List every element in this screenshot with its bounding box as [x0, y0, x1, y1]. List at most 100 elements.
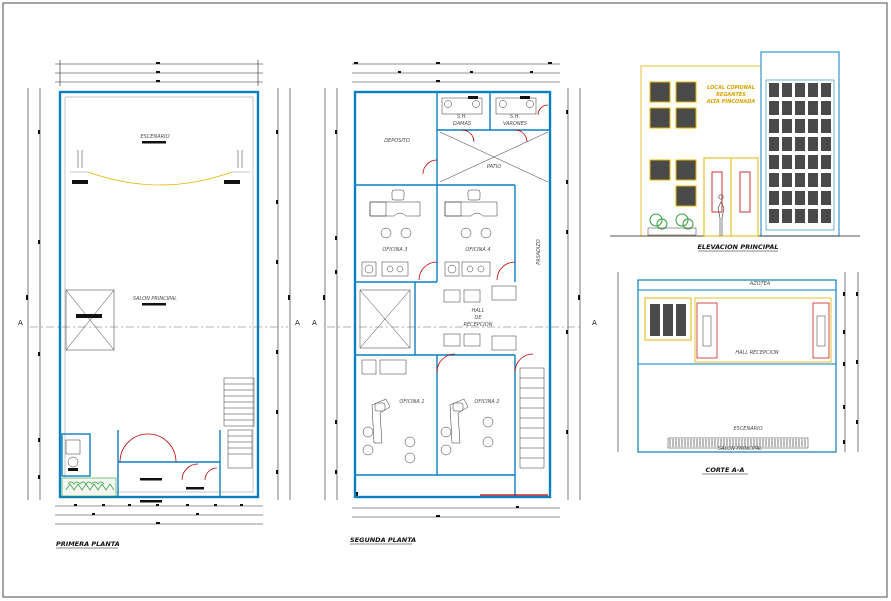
glass-block: [795, 83, 805, 97]
plan1-side-dimensions: [27, 88, 291, 500]
plan2-void: [359, 289, 411, 349]
hall-label-2: DE: [474, 315, 482, 321]
glass-block: [795, 209, 805, 223]
plan1-void: [65, 289, 115, 351]
glass-block: [821, 209, 831, 223]
plan2-section-mark-right: A: [592, 319, 597, 327]
glass-block: [769, 83, 779, 97]
reception-hall: HALL DE RECEPCION: [443, 285, 517, 351]
glass-block: [808, 191, 818, 205]
glass-block: [769, 155, 779, 169]
glass-block: [782, 173, 792, 187]
plan1-stairs: [223, 377, 255, 469]
section-stage-steps: [667, 437, 809, 449]
glass-block: [808, 119, 818, 133]
glass-block: [808, 83, 818, 97]
office-2: OFICINA 2: [440, 398, 500, 456]
plan1-section-mark-right: A: [295, 319, 300, 327]
office2-label: OFICINA 2: [474, 399, 499, 405]
glass-block: [808, 209, 818, 223]
plan1-section-mark-left: A: [18, 319, 23, 327]
first-floor-plan: ESCENARIO SALON PRINCIPAL A A: [18, 60, 300, 549]
elevation-main-door: [703, 157, 759, 237]
glass-block: [795, 191, 805, 205]
second-floor-plan: S.H. S.H. DAMAS VARONES DEPOSITO PATIO O…: [312, 62, 597, 545]
plan1-title: PRIMERA PLANTA: [56, 540, 120, 548]
patio: PATIO: [439, 131, 549, 183]
wc-left-label: S.H.: [457, 114, 467, 120]
glass-block: [808, 155, 818, 169]
elevation-glass-grid: [765, 79, 835, 231]
section-a-a: AZOTEA HALL RECEPCION ESCENARIO SALON PR…: [617, 272, 859, 475]
plan1-toilet: [61, 433, 91, 477]
storage-door: [422, 159, 438, 175]
elevation-plants: [647, 213, 697, 236]
glass-block: [808, 173, 818, 187]
plan1-garden: [61, 477, 117, 497]
glass-block: [795, 137, 805, 151]
plan1-outer-wall: [58, 90, 260, 499]
glass-block: [782, 137, 792, 151]
section-roof-label: AZOTEA: [749, 281, 771, 287]
sign-line-2: REGANTES: [716, 92, 746, 98]
corridor-label: PASADIZO: [536, 239, 542, 265]
glass-block: [821, 191, 831, 205]
section-title: CORTE A-A: [706, 466, 745, 474]
section-floor-label: SALON PRINCIPAL: [718, 446, 762, 452]
sign-line-3: ALTA PINCONADA: [706, 99, 756, 105]
glass-block: [782, 209, 792, 223]
glass-block: [769, 101, 779, 115]
plan2-outer-wall: [353, 90, 552, 499]
main-elevation: LOCAL COMUNAL REGANTES ALTA PINCONADA EL…: [610, 51, 860, 252]
plan2-section-mark-left: A: [312, 319, 317, 327]
plan2-restrooms: S.H. S.H. DAMAS VARONES: [441, 96, 549, 143]
storage-label: DEPOSITO: [384, 138, 410, 144]
office1-label: OFICINA 1: [399, 399, 424, 405]
glass-block: [769, 173, 779, 187]
glass-block: [808, 101, 818, 115]
glass-block: [782, 155, 792, 169]
glass-block: [821, 137, 831, 151]
main-door-left: [119, 433, 149, 463]
plan2-title: SEGUNDA PLANTA: [350, 536, 416, 544]
section-hall-label: HALL RECEPCION: [735, 350, 779, 356]
plan1-bottom-dimensions: [55, 505, 263, 525]
office3-label: OFICINA 3: [382, 247, 407, 253]
patio-label: PATIO: [487, 164, 501, 170]
wc-left-sublabel: DAMAS: [453, 121, 472, 127]
glass-block: [782, 191, 792, 205]
glass-block: [808, 137, 818, 151]
hall-label-1: HALL: [472, 308, 485, 314]
glass-block: [795, 119, 805, 133]
plan2-interior-walls: [355, 92, 550, 497]
glass-block: [821, 155, 831, 169]
main-hall-label: SALON PRINCIPAL: [133, 296, 177, 302]
glass-block: [821, 173, 831, 187]
glass-block: [821, 101, 831, 115]
elevation-windows: [649, 81, 697, 207]
elevation-title: ELEVACION PRINCIPAL: [697, 243, 778, 251]
stage-edge: [87, 171, 233, 186]
glass-block: [769, 191, 779, 205]
glass-block: [821, 83, 831, 97]
glass-block: [782, 101, 792, 115]
office-4: OFICINA 4: [444, 189, 516, 281]
office-1: OFICINA 1: [361, 359, 425, 464]
wc-right-sublabel: VARONES: [503, 121, 528, 127]
wc-right-label: S.H.: [510, 114, 520, 120]
glass-block: [769, 137, 779, 151]
office-3: OFICINA 3: [361, 189, 438, 281]
glass-block: [782, 119, 792, 133]
sign-line-1: LOCAL COMUNAL: [707, 85, 755, 91]
glass-block: [795, 173, 805, 187]
office4-label: OFICINA 4: [465, 247, 490, 253]
glass-block: [795, 101, 805, 115]
plan2-stairs: [519, 367, 545, 469]
glass-block: [769, 119, 779, 133]
glass-block: [769, 209, 779, 223]
stage-label: ESCENARIO: [140, 134, 169, 140]
section-stage-label: ESCENARIO: [733, 426, 762, 432]
glass-block: [782, 83, 792, 97]
